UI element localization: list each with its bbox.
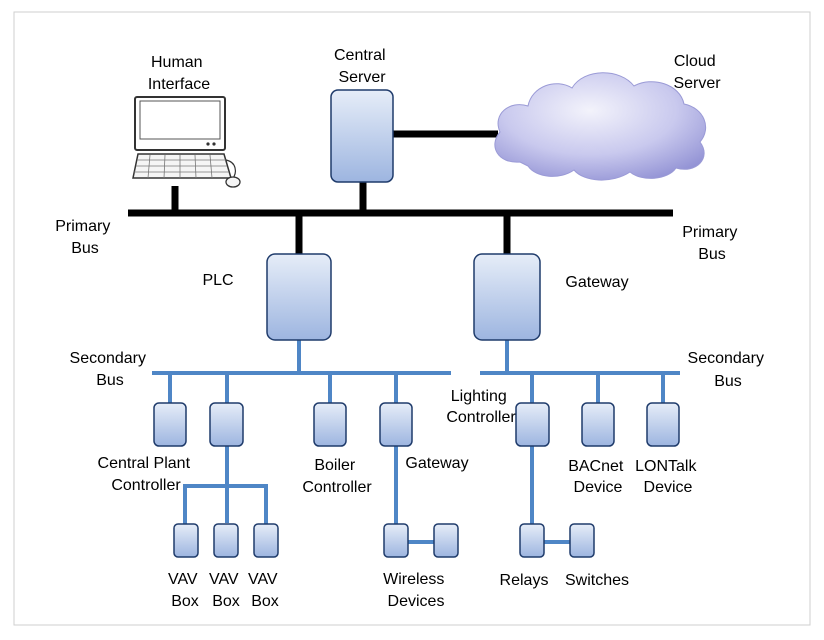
wireless-devices-label: Wireless Devices xyxy=(383,571,449,610)
bacnet-device-label: BACnet Device xyxy=(568,458,628,496)
lontalk-device-box xyxy=(646,402,680,447)
wireless-device-1 xyxy=(383,523,409,558)
boiler-controller-box xyxy=(313,402,347,447)
primary-bus-lines xyxy=(128,130,673,254)
wireless-device-2 xyxy=(433,523,459,558)
secondary-bus-lines xyxy=(152,340,680,544)
lighting-controller-box xyxy=(515,402,550,447)
monitor-screen xyxy=(139,100,221,140)
primary-bus-right-label: Primary Bus xyxy=(682,224,742,263)
gateway-small-label: Gateway xyxy=(405,455,468,472)
vav-box-2 xyxy=(213,523,239,558)
primary-bus-left-label: Primary Bus xyxy=(55,218,115,257)
vav-box-1 xyxy=(173,523,199,558)
secondary-bus-left-label: Secondary Bus xyxy=(70,350,151,389)
gateway-small-box xyxy=(379,402,413,447)
switch-box xyxy=(569,523,595,558)
vav-controller-box xyxy=(209,402,244,447)
vav-box-3 xyxy=(253,523,279,558)
vav-box-3-label: VAV Box xyxy=(248,571,282,610)
gateway-main-box xyxy=(473,253,541,341)
vav-box-2-label: VAV Box xyxy=(209,571,243,610)
plc-box xyxy=(266,253,332,341)
mouse xyxy=(225,176,241,188)
lighting-controller-label: Lighting Controller xyxy=(446,388,516,426)
gateway-main-label: Gateway xyxy=(565,274,628,291)
computer-icon xyxy=(132,96,241,188)
secondary-bus-right-label: Secondary Bus xyxy=(688,350,769,390)
switches-label: Switches xyxy=(565,572,629,589)
central-server-label: Central Server xyxy=(334,47,390,86)
diagram-frame xyxy=(13,11,811,626)
bacnet-device-box xyxy=(581,402,615,447)
central-server-box xyxy=(330,89,394,183)
central-plant-controller-label: Central Plant Controller xyxy=(98,455,195,494)
plc-label: PLC xyxy=(202,272,233,289)
vav-box-1-label: VAV Box xyxy=(168,571,202,610)
human-interface-label: Human Interface xyxy=(148,54,210,93)
relay-box xyxy=(519,523,545,558)
cloud-icon xyxy=(494,72,706,181)
central-plant-controller-box xyxy=(153,402,187,447)
cloud-server-label: Cloud Server xyxy=(673,53,721,92)
lontalk-device-label: LONTalk Device xyxy=(635,458,701,496)
relays-label: Relays xyxy=(500,572,549,589)
boiler-controller-label: Boiler Controller xyxy=(302,457,372,496)
